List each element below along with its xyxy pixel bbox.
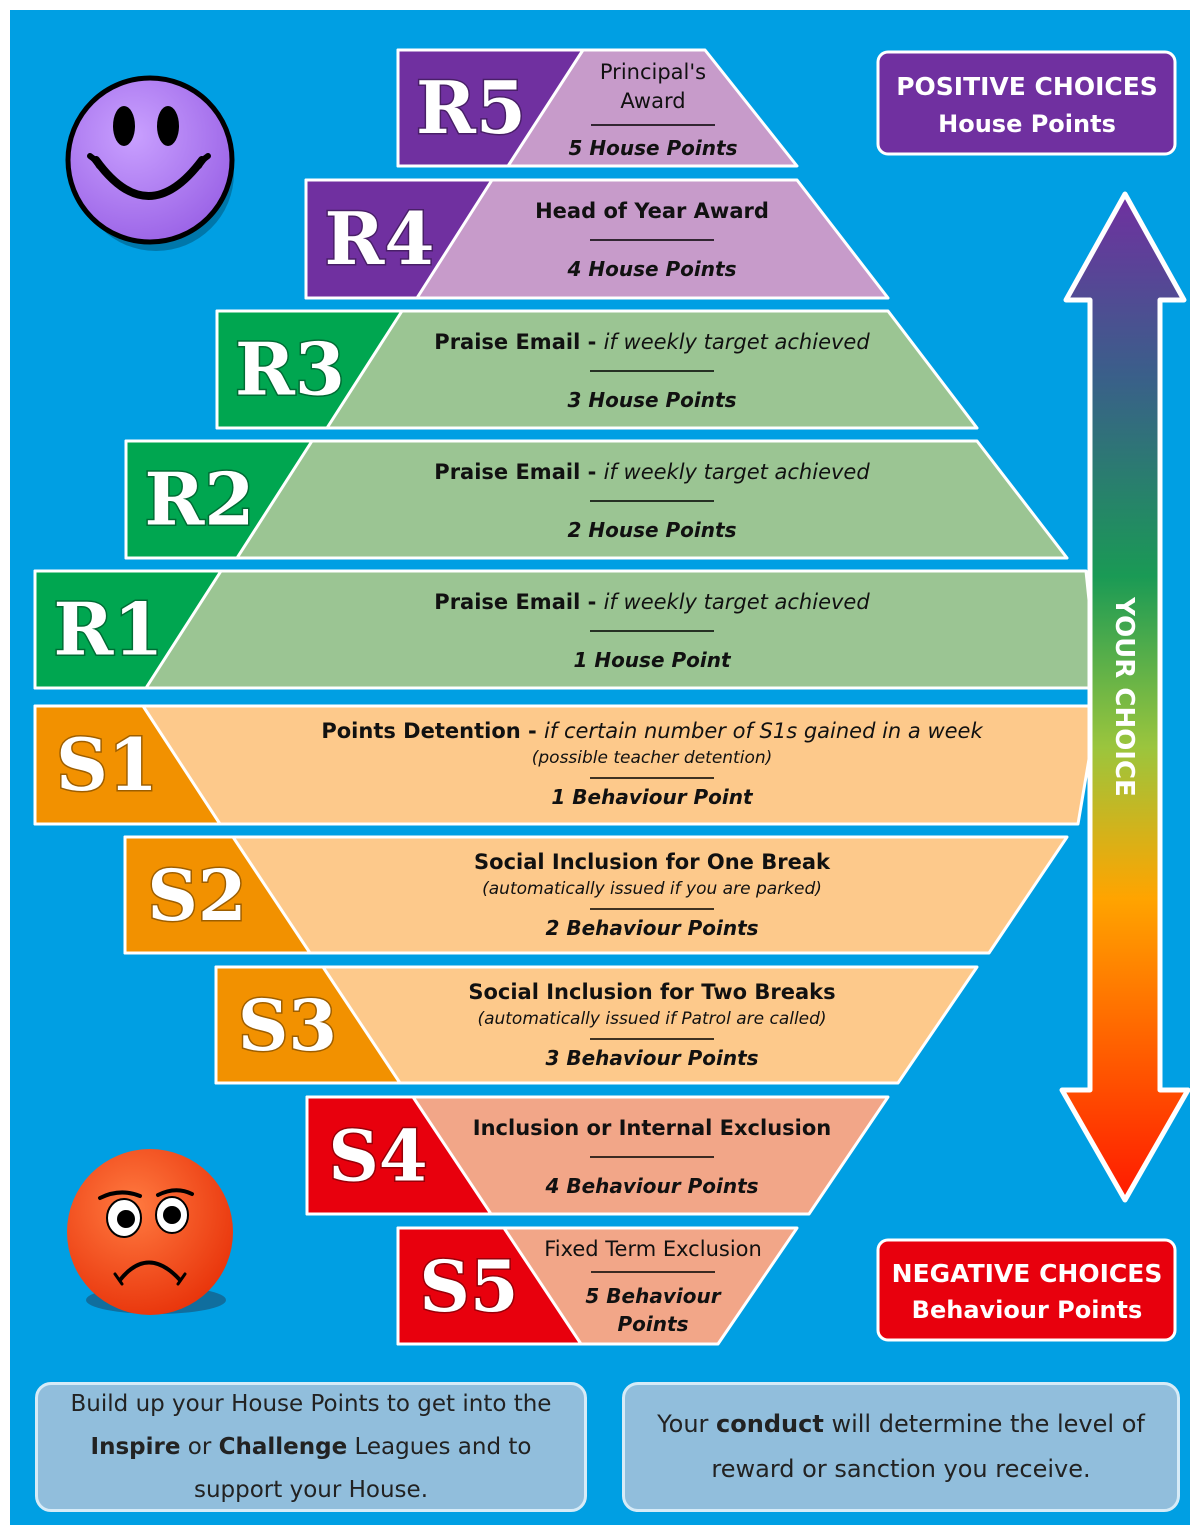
- negative-choices-badge: NEGATIVE CHOICES Behaviour Points: [876, 1238, 1177, 1342]
- tier-r1-points: 1 House Point: [573, 648, 732, 672]
- house-points-info-box: Build up your House Points to get into t…: [35, 1382, 587, 1512]
- tier-r5-title-line1: Principal's: [600, 60, 706, 84]
- tier-s2-subtitle: (automatically issued if you are parked): [482, 879, 822, 899]
- tier-r1: R1 Praise Email - if weekly target achiev…: [33, 569, 1100, 690]
- tier-s4-title: Inclusion or Internal Exclusion: [473, 1116, 831, 1140]
- tier-s2-points: 2 Behaviour Points: [545, 916, 758, 940]
- tier-r3-title: Praise Email - if weekly target achieved: [434, 330, 870, 354]
- tier-s3-title: Social Inclusion for Two Breaks: [468, 980, 835, 1004]
- tier-r3-points: 3 House Points: [568, 388, 737, 412]
- tier-r2-code: R2: [145, 457, 255, 542]
- tier-s4: S4 Inclusion or Internal Exclusion 4 Behav…: [305, 1095, 890, 1216]
- tier-s4-code: S4: [328, 1115, 427, 1198]
- tier-r3-code: R3: [235, 327, 345, 412]
- tier-s2: S2 Social Inclusion for One Break (automat…: [123, 835, 1069, 955]
- tier-s4-label-block: [305, 1095, 493, 1216]
- your-choice-arrow: YOUR CHOICE: [1059, 191, 1191, 1203]
- your-choice-label: YOUR CHOICE: [1109, 596, 1139, 797]
- tier-s3-subtitle: (automatically issued if Patrol are call…: [477, 1009, 826, 1029]
- tier-s1-points: 1 Behaviour Point: [551, 785, 754, 809]
- tier-r2-title: Praise Email - if weekly target achieved: [434, 460, 870, 484]
- tier-s1-code: S1: [56, 722, 158, 807]
- tier-r1-code: R1: [54, 587, 164, 672]
- tier-r5-label-block: [396, 48, 585, 168]
- tier-s3-label-block: [214, 965, 402, 1085]
- tier-s3: S3 Social Inclusion for Two Breaks (automa…: [214, 965, 979, 1085]
- tier-s5-code: S5: [419, 1245, 518, 1328]
- tier-r4-title: Head of Year Award: [535, 199, 769, 223]
- tier-s1-title: Points Detention - if certain number of …: [321, 719, 983, 743]
- tier-r3-label-block: [215, 309, 404, 430]
- tier-r1-label-block: [33, 569, 223, 690]
- tier-r2: R2 Praise Email - if weekly target achiev…: [124, 439, 1069, 560]
- tier-s5-points-line2: Points: [618, 1312, 689, 1336]
- tier-s5-title: Fixed Term Exclusion: [544, 1237, 762, 1261]
- tier-r4-code: R4: [325, 196, 435, 281]
- tier-s1-label-block: [33, 704, 222, 826]
- conduct-info-box: Your conduct will determine the level of…: [622, 1382, 1180, 1512]
- tier-s1-subtitle: (possible teacher detention): [532, 748, 773, 768]
- tier-r4-points: 4 House Points: [567, 257, 737, 281]
- tier-s3-points: 3 Behaviour Points: [545, 1046, 758, 1070]
- positive-choices-badge: POSITIVE CHOICES House Points: [876, 50, 1177, 156]
- tier-r4: R4 Head of Year Award 4 House Points: [304, 178, 890, 300]
- tier-s2-title: Social Inclusion for One Break: [474, 850, 831, 874]
- positive-badge-line1: POSITIVE CHOICES: [896, 72, 1158, 101]
- tier-r5-points: 5 House Points: [569, 136, 738, 160]
- tier-r1-title: Praise Email - if weekly target achieved: [434, 590, 870, 614]
- tier-r5-code: R5: [416, 65, 526, 150]
- tier-r5-title-line2: Award: [620, 89, 685, 113]
- tier-s1: S1 Points Detention - if certain number o…: [33, 704, 1100, 826]
- tier-r2-points: 2 House Points: [568, 518, 737, 542]
- tier-s5-label-block: [396, 1226, 583, 1346]
- tier-r3: R3 Praise Email - if weekly target achiev…: [215, 309, 979, 430]
- positive-badge-line2: House Points: [938, 110, 1116, 138]
- tier-s2-label-block: [123, 835, 312, 955]
- happy-face-icon: [65, 75, 235, 251]
- negative-badge-line1: NEGATIVE CHOICES: [892, 1259, 1163, 1288]
- sad-face-icon: [67, 1149, 233, 1315]
- tier-s2-code: S2: [147, 854, 246, 937]
- tier-s5-points-line1: 5 Behaviour: [585, 1284, 721, 1308]
- negative-badge-line2: Behaviour Points: [912, 1296, 1143, 1324]
- tier-s3-code: S3: [238, 984, 337, 1067]
- tier-r4-label-block: [304, 178, 494, 300]
- tier-s4-points: 4 Behaviour Points: [544, 1174, 758, 1198]
- tier-r2-label-block: [124, 439, 314, 560]
